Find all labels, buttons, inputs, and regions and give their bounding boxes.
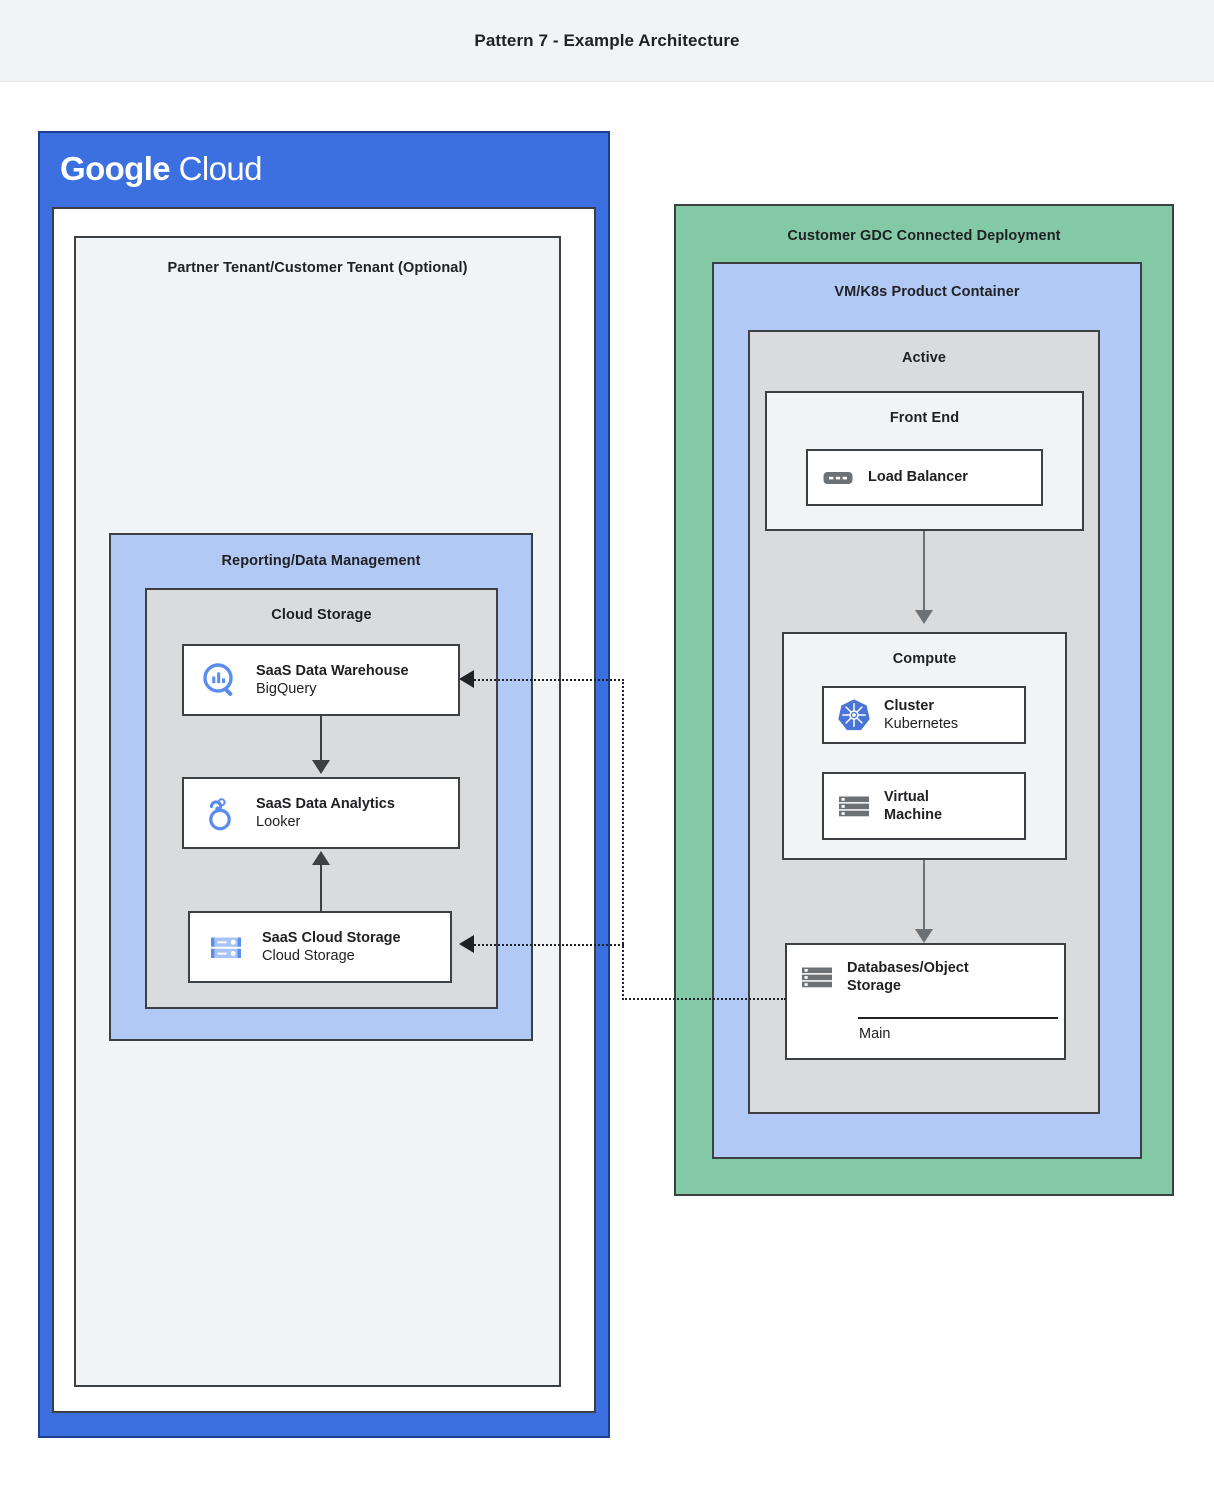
active-zone-title: Active bbox=[901, 350, 947, 366]
card-primary-label-line2: Storage bbox=[847, 978, 901, 995]
connector-database-to-cloud-storage-arrowhead bbox=[459, 935, 474, 953]
card-text: Virtual Machine bbox=[884, 788, 1024, 824]
looker-icon bbox=[198, 791, 242, 835]
card-databases-object-storage[interactable]: Databases/Object Storage bbox=[785, 943, 1066, 1060]
kubernetes-icon bbox=[836, 697, 872, 733]
card-cluster-kubernetes[interactable]: Cluster Kubernetes bbox=[822, 686, 1026, 744]
connector-storage-to-analytics-line bbox=[320, 863, 322, 911]
product-container-title: VM/K8s Product Container bbox=[834, 284, 1020, 300]
card-text: Databases/Object Storage bbox=[847, 959, 1064, 995]
card-text: SaaS Data Analytics Looker bbox=[256, 795, 458, 831]
page-title: Pattern 7 - Example Architecture bbox=[474, 31, 740, 50]
card-primary-label: SaaS Data Analytics bbox=[256, 795, 395, 812]
card-primary-label: SaaS Cloud Storage bbox=[262, 929, 401, 946]
gdc-deployment-title: Customer GDC Connected Deployment bbox=[787, 228, 1061, 244]
card-primary-label: Load Balancer bbox=[868, 469, 968, 486]
card-saas-data-analytics[interactable]: SaaS Data Analytics Looker bbox=[182, 777, 460, 849]
card-secondary-label: Kubernetes bbox=[884, 716, 959, 732]
card-secondary-label: Cloud Storage bbox=[262, 948, 355, 964]
reporting-data-management-title: Reporting/Data Management bbox=[221, 553, 421, 569]
connector-frontend-to-compute-arrowhead bbox=[915, 610, 933, 624]
card-virtual-machine[interactable]: Virtual Machine bbox=[822, 772, 1026, 840]
google-cloud-logo-google: Google bbox=[60, 150, 171, 187]
card-saas-data-warehouse[interactable]: SaaS Data Warehouse BigQuery bbox=[182, 644, 460, 716]
connector-trunk-vertical bbox=[622, 679, 624, 1000]
card-saas-cloud-storage[interactable]: SaaS Cloud Storage Cloud Storage bbox=[188, 911, 452, 983]
card-primary-label: Databases/Object bbox=[847, 960, 969, 976]
connector-database-to-warehouse-arrowhead bbox=[459, 670, 474, 688]
front-end-title: Front End bbox=[889, 410, 960, 426]
database-storage-icon bbox=[799, 959, 835, 995]
connector-database-to-warehouse-horizontal bbox=[474, 679, 624, 681]
card-text: Load Balancer bbox=[868, 468, 1041, 486]
card-secondary-label: BigQuery bbox=[256, 681, 317, 697]
card-text: SaaS Data Warehouse BigQuery bbox=[256, 662, 458, 698]
card-primary-label: Cluster bbox=[884, 697, 934, 714]
connector-database-to-cloud-storage-horizontal bbox=[474, 944, 624, 946]
card-text: Cluster Kubernetes bbox=[884, 697, 1024, 733]
card-primary-label: Virtual bbox=[884, 788, 929, 805]
partner-tenant-title: Partner Tenant/Customer Tenant (Optional… bbox=[167, 260, 468, 276]
connector-storage-to-analytics-arrowhead bbox=[312, 851, 330, 865]
connector-warehouse-to-analytics-line bbox=[320, 716, 322, 764]
header-bar bbox=[0, 0, 1214, 82]
connector-compute-to-database-arrowhead bbox=[915, 929, 933, 943]
google-cloud-logo: Google Cloud bbox=[60, 150, 262, 188]
compute-title: Compute bbox=[892, 651, 957, 667]
cloud-storage-icon bbox=[204, 925, 248, 969]
card-primary-label: SaaS Data Warehouse bbox=[256, 662, 409, 679]
card-primary-label-line2: Machine bbox=[884, 807, 943, 823]
google-cloud-logo-cloud: Cloud bbox=[178, 150, 263, 187]
connector-compute-to-database-line bbox=[923, 860, 925, 933]
virtual-machine-icon bbox=[836, 788, 872, 824]
load-balancer-icon bbox=[820, 460, 856, 496]
database-card-sub-label: Main bbox=[859, 1026, 891, 1042]
connector-database-source-horizontal bbox=[622, 998, 786, 1000]
card-text: SaaS Cloud Storage Cloud Storage bbox=[262, 929, 450, 965]
connector-warehouse-to-analytics-arrowhead bbox=[312, 760, 330, 774]
cloud-storage-group-title: Cloud Storage bbox=[271, 607, 372, 623]
card-load-balancer[interactable]: Load Balancer bbox=[806, 449, 1043, 506]
bigquery-icon bbox=[198, 658, 242, 702]
database-card-divider bbox=[858, 1017, 1058, 1019]
connector-frontend-to-compute-line bbox=[923, 531, 925, 614]
card-secondary-label: Looker bbox=[256, 814, 301, 830]
